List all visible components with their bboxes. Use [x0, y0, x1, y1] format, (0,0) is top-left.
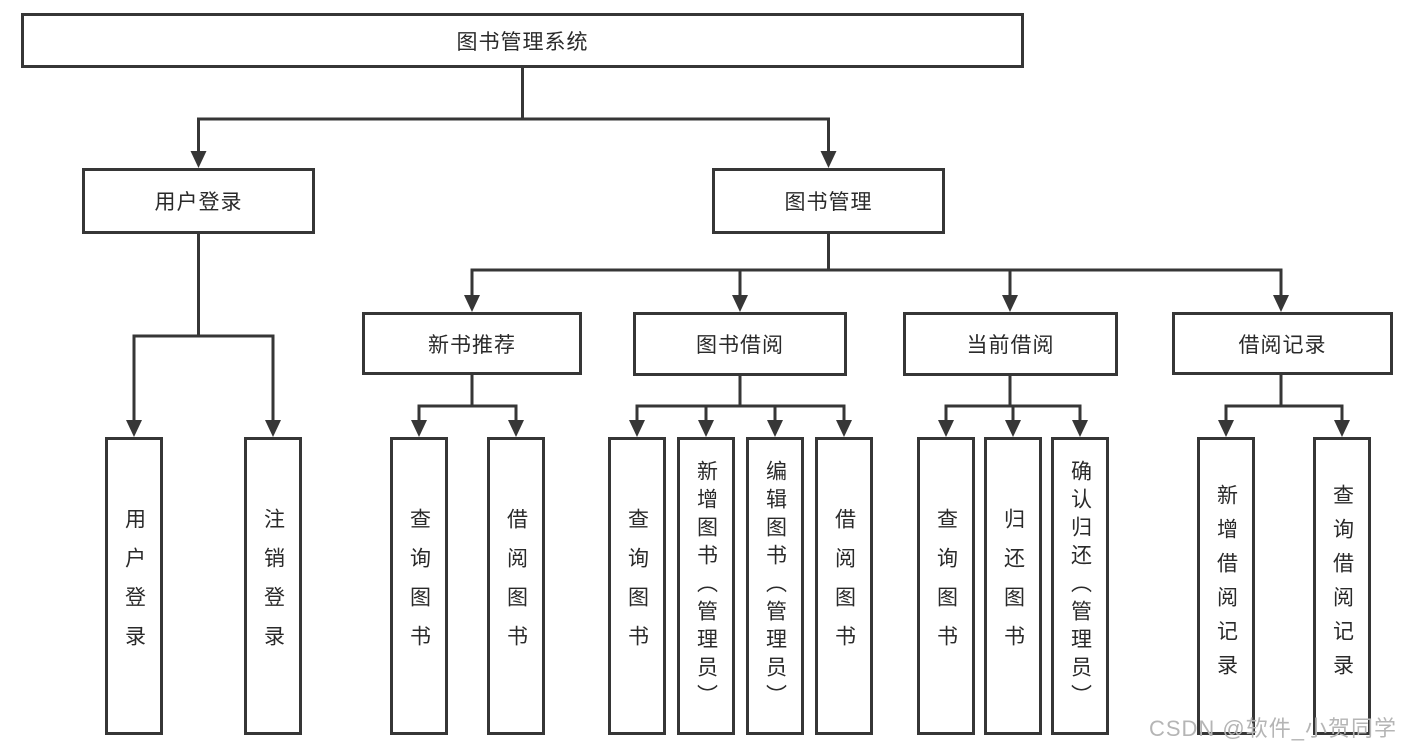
node-book-management-label: 图书管理	[784, 191, 873, 214]
leaf-edit-book-admin: 编辑图书（管理员）	[746, 437, 804, 735]
leaf-add-book-admin-label: 新增图书（管理员）	[694, 460, 718, 712]
node-borrow-record-label: 借阅记录	[1238, 333, 1327, 357]
node-book-management: 图书管理	[712, 168, 945, 234]
leaf-add-borrow-record-label: 新增借阅记录	[1214, 484, 1238, 688]
leaf-confirm-return-admin-label: 确认归还（管理员）	[1068, 460, 1092, 712]
leaf-user-login: 用户登录	[105, 437, 163, 735]
watermark: CSDN @软件_小贺同学	[1148, 716, 1397, 741]
leaf-confirm-return-admin: 确认归还（管理员）	[1051, 437, 1109, 735]
node-user-login-label: 用户登录	[154, 191, 243, 214]
node-new-book-recommend: 新书推荐	[362, 312, 582, 375]
leaf-logout-label: 注销登录	[261, 508, 285, 664]
leaf-recommend-query-book: 查询图书	[390, 437, 448, 735]
leaf-current-query-book: 查询图书	[917, 437, 975, 735]
leaf-return-book: 归还图书	[984, 437, 1042, 735]
leaf-borrow-book-label: 借阅图书	[832, 508, 856, 664]
leaf-recommend-query-book-label: 查询图书	[407, 508, 431, 664]
leaf-borrow-query-book: 查询图书	[608, 437, 666, 735]
node-root-system: 图书管理系统	[21, 13, 1024, 68]
leaf-logout: 注销登录	[244, 437, 302, 735]
leaf-borrow-book: 借阅图书	[815, 437, 873, 735]
leaf-add-borrow-record: 新增借阅记录	[1197, 437, 1255, 735]
arrowhead-icons	[126, 151, 1350, 437]
leaf-current-query-book-label: 查询图书	[934, 508, 958, 664]
node-user-login: 用户登录	[82, 168, 315, 234]
node-new-book-recommend-label: 新书推荐	[428, 333, 516, 357]
node-book-borrow: 图书借阅	[633, 312, 847, 376]
node-borrow-record: 借阅记录	[1172, 312, 1393, 375]
leaf-edit-book-admin-label: 编辑图书（管理员）	[763, 460, 787, 712]
leaf-query-borrow-record: 查询借阅记录	[1313, 437, 1371, 735]
node-root-system-label: 图书管理系统	[456, 30, 589, 54]
leaf-borrow-query-book-label: 查询图书	[625, 508, 649, 664]
node-current-borrow: 当前借阅	[903, 312, 1118, 376]
leaf-user-login-label: 用户登录	[122, 508, 146, 664]
node-book-borrow-label: 图书借阅	[696, 334, 784, 357]
leaf-recommend-borrow-book-label: 借阅图书	[504, 508, 528, 664]
leaf-add-book-admin: 新增图书（管理员）	[677, 437, 735, 735]
leaf-query-borrow-record-label: 查询借阅记录	[1330, 484, 1354, 688]
leaf-return-book-label: 归还图书	[1001, 508, 1025, 664]
leaf-recommend-borrow-book: 借阅图书	[487, 437, 545, 735]
node-current-borrow-label: 当前借阅	[966, 334, 1055, 357]
